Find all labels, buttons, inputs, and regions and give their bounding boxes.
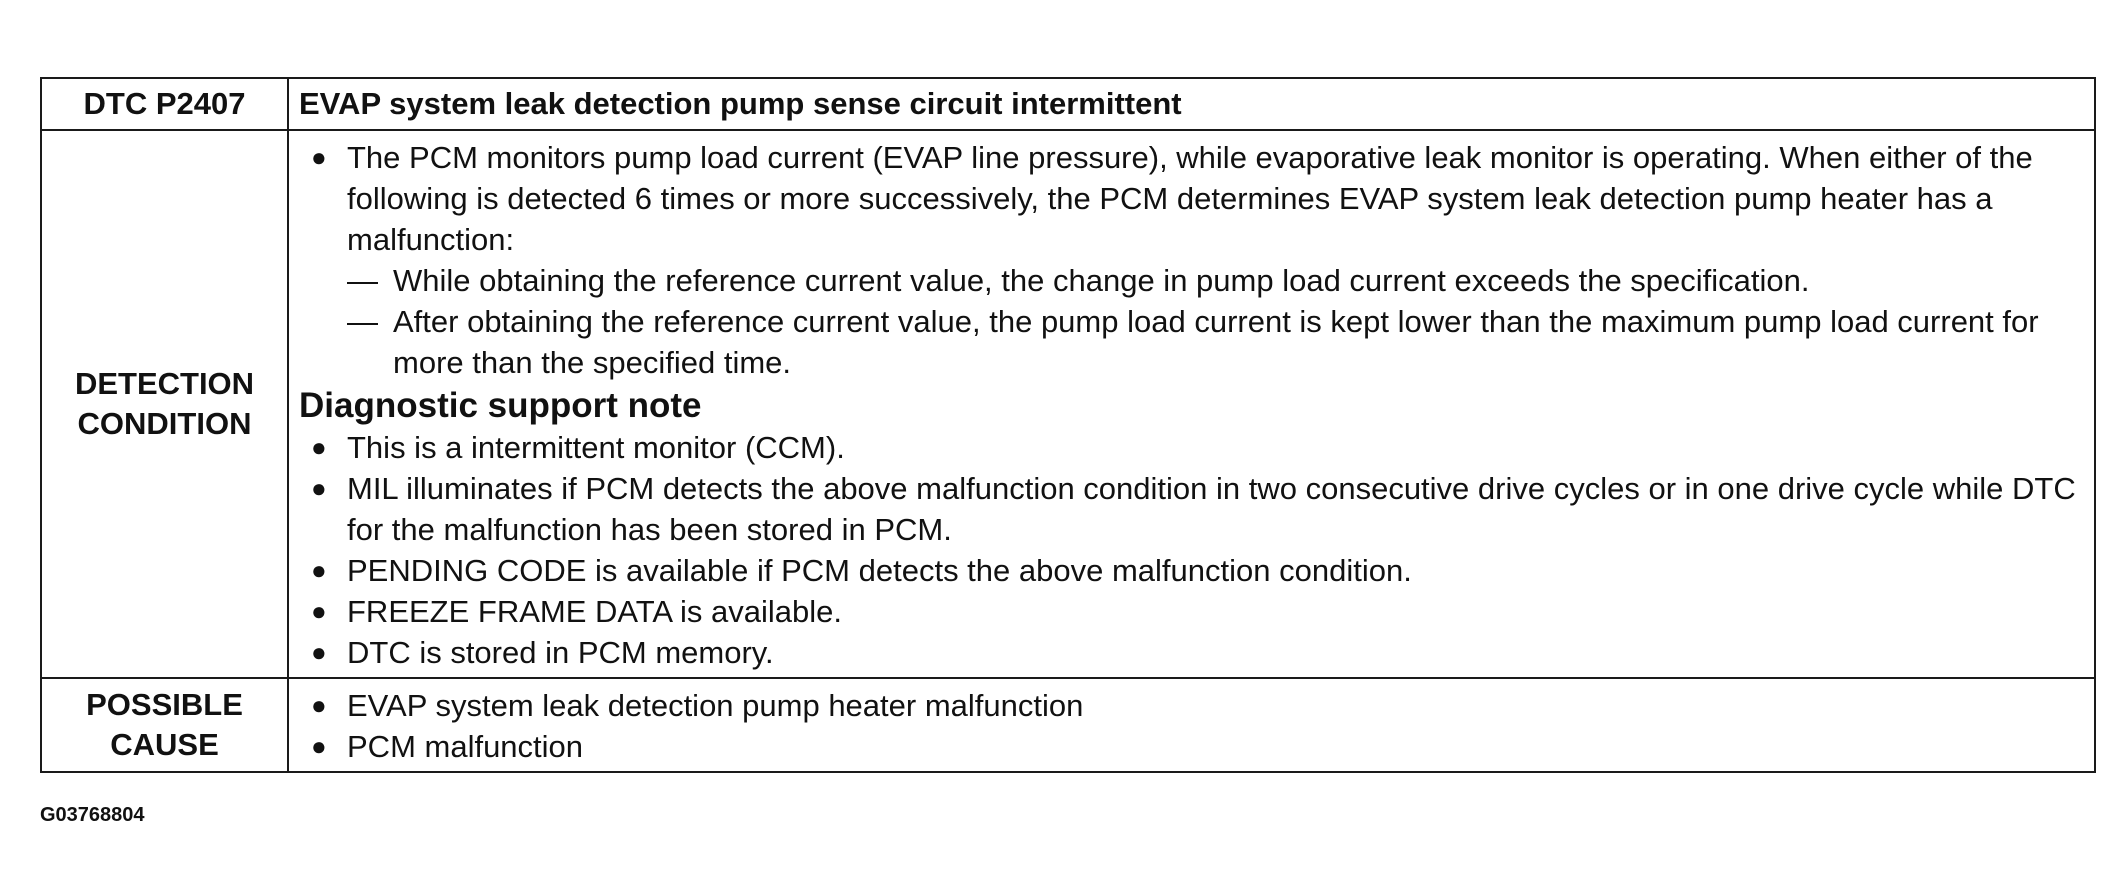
detection-label-line2: CONDITION [77,406,252,441]
bullet-icon: ● [311,596,327,626]
list-item: — While obtaining the reference current … [347,260,2086,301]
possible-cause-row: POSSIBLE CAUSE ● EVAP system leak detect… [40,677,2096,773]
list-item: ● DTC is stored in PCM memory. [299,632,2086,673]
list-item: — After obtaining the reference current … [347,301,2086,383]
cause-label-line1: POSSIBLE [86,687,243,722]
detection-text: The PCM monitors pump load current (EVAP… [347,140,2033,257]
note-bullet-list: ● This is a intermittent monitor (CCM). … [299,427,2086,673]
detection-condition-row: DETECTION CONDITION ● The PCM monitors p… [40,129,2096,679]
header-row: DTC P2407 EVAP system leak detection pum… [40,77,2096,131]
list-item: ● The PCM monitors pump load current (EV… [299,137,2086,383]
list-item: ● FREEZE FRAME DATA is available. [299,591,2086,632]
note-item-text: MIL illuminates if PCM detects the above… [347,471,2076,547]
dtc-title: EVAP system leak detection pump sense ci… [287,77,2096,131]
cause-item-text: PCM malfunction [347,729,584,764]
cause-item-text: EVAP system leak detection pump heater m… [347,688,1084,723]
bullet-icon: ● [311,731,327,761]
bullet-icon: ● [311,473,327,503]
figure-id: G03768804 [40,804,145,826]
bullet-icon: ● [311,690,327,720]
note-item-text: FREEZE FRAME DATA is available. [347,594,842,629]
list-item: ● MIL illuminates if PCM detects the abo… [299,468,2086,550]
detection-sub-list: — While obtaining the reference current … [347,260,2086,383]
list-item: ● EVAP system leak detection pump heater… [299,685,2086,726]
dtc-table: DTC P2407 EVAP system leak detection pum… [40,77,2096,773]
cause-label-line2: CAUSE [110,727,219,762]
dash-icon: — [347,263,378,298]
detection-condition-content: ● The PCM monitors pump load current (EV… [287,129,2096,679]
detection-bullet-list: ● The PCM monitors pump load current (EV… [299,137,2086,383]
note-item-text: PENDING CODE is available if PCM detects… [347,553,1412,588]
list-item: ● This is a intermittent monitor (CCM). [299,427,2086,468]
sub-item-text: After obtaining the reference current va… [393,304,2039,380]
bullet-icon: ● [311,637,327,667]
note-item-text: This is a intermittent monitor (CCM). [347,430,845,465]
possible-cause-content: ● EVAP system leak detection pump heater… [287,677,2096,773]
detection-condition-label: DETECTION CONDITION [40,129,289,679]
cause-bullet-list: ● EVAP system leak detection pump heater… [299,685,2086,767]
detection-label-line1: DETECTION [74,366,255,401]
list-item: ● PENDING CODE is available if PCM detec… [299,550,2086,591]
bullet-icon: ● [311,555,327,585]
sub-item-text: While obtaining the reference current va… [393,263,1810,298]
possible-cause-label: POSSIBLE CAUSE [40,677,289,773]
note-item-text: DTC is stored in PCM memory. [347,635,774,670]
dtc-code: DTC P2407 [40,77,289,131]
dash-icon: — [347,304,378,339]
bullet-icon: ● [311,432,327,462]
list-item: ● PCM malfunction [299,726,2086,767]
diagnostic-note-heading: Diagnostic support note [299,386,702,425]
bullet-icon: ● [311,142,327,172]
